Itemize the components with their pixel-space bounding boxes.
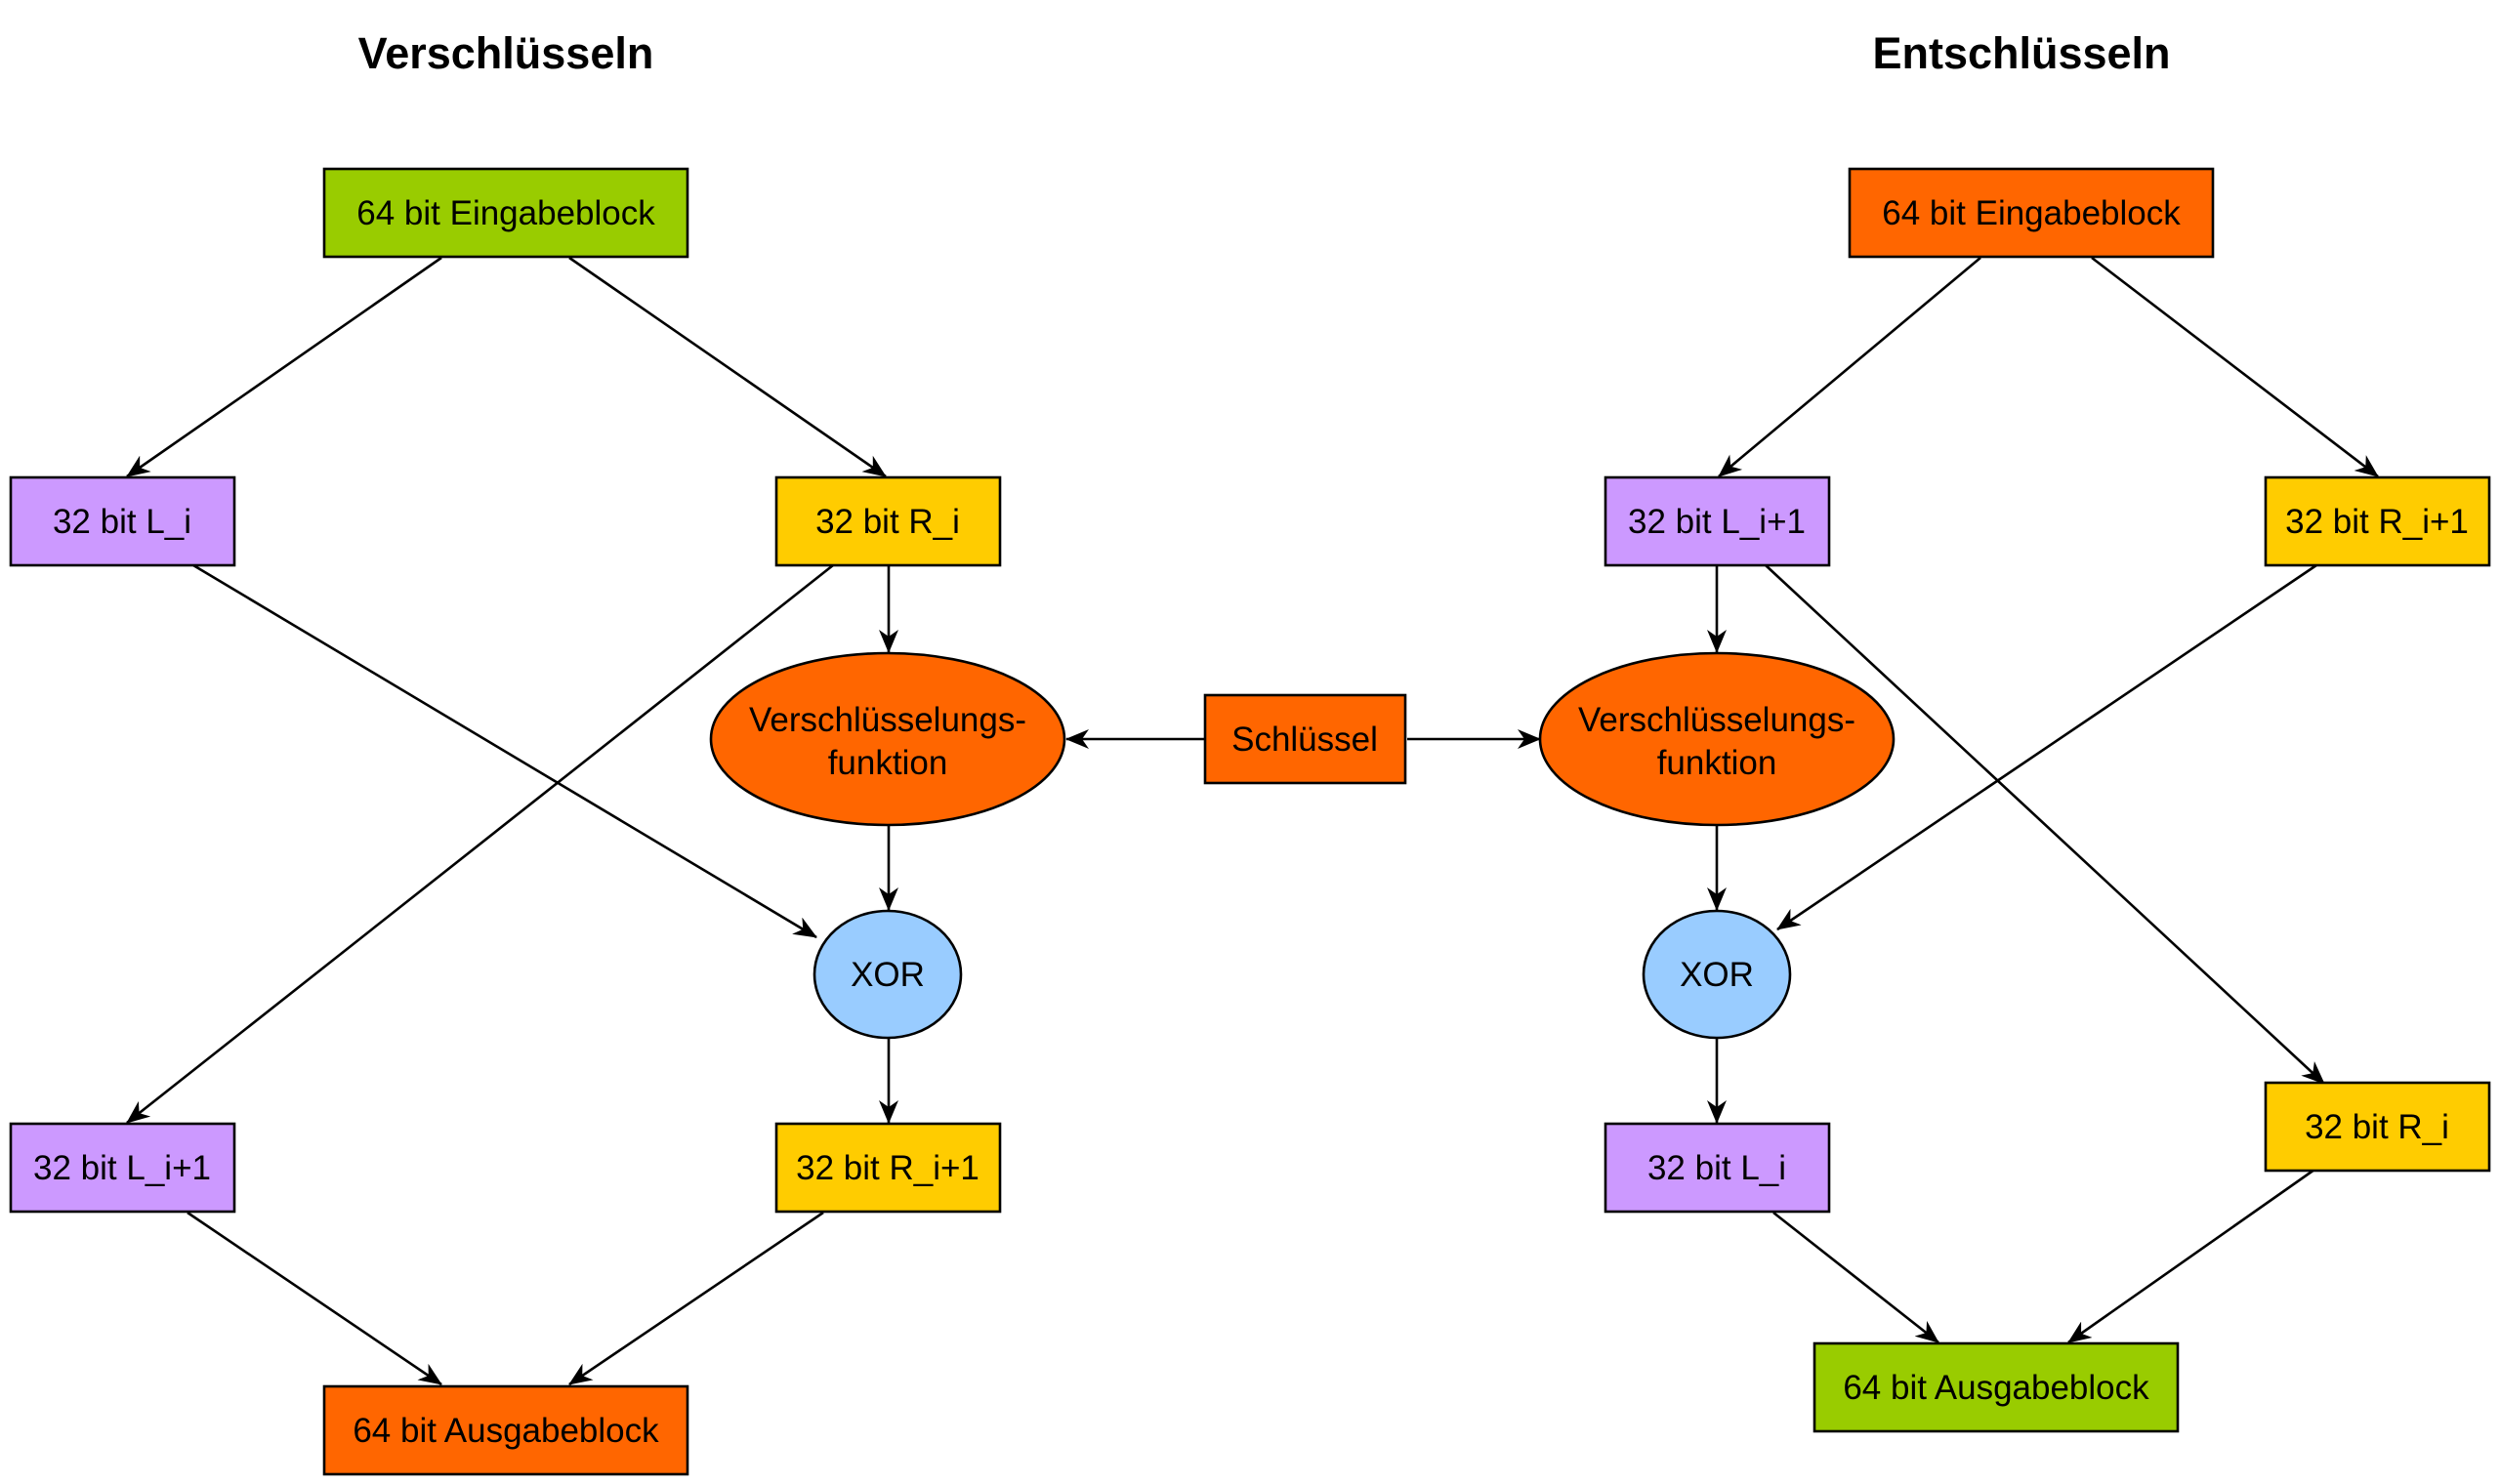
enc-right-out-label: 32 bit R_i+1 [796,1149,979,1187]
dec-xor-node: XOR [1642,909,1792,1040]
edge-enc-left-to-xor [192,563,817,939]
decrypt-title: Entschlüsseln [1872,28,2170,78]
enc-input-block: 64 bit Eingabeblock [322,167,689,259]
enc-output-block: 64 bit Ausgabeblock [322,1384,689,1476]
edge-enc-input-to-left [126,256,442,478]
dec-right-out-label: 32 bit R_i [2305,1108,2449,1146]
enc-left-in-label: 32 bit L_i [53,503,191,541]
dec-right-in-label: 32 bit R_i+1 [2285,503,2469,541]
edge-dec-left-to-right-out [1765,564,2325,1085]
dec-function-label-line2: funktion [1657,744,1777,782]
dec-left-in-label: 32 bit L_i+1 [1628,503,1806,541]
dec-input-block: 64 bit Eingabeblock [1848,167,2215,259]
enc-function-label-line1: Verschlüsselungs- [749,701,1026,739]
edge-dec-input-to-left [1718,257,1981,477]
enc-xor-label: XOR [851,956,925,994]
enc-left-out-block: 32 bit L_i+1 [9,1122,236,1214]
edge-dec-left-out-to-output [1772,1211,1939,1344]
enc-left-out-label: 32 bit L_i+1 [33,1149,211,1187]
dec-function-ellipse: Verschlüsselungs- funktion [1538,651,1896,827]
dec-right-in-block: 32 bit R_i+1 [2264,475,2491,567]
enc-input-label: 64 bit Eingabeblock [356,194,655,232]
edge-dec-input-to-right [2091,256,2379,478]
enc-function-label-line2: funktion [828,744,948,782]
key-label: Schlüssel [1231,721,1378,759]
enc-right-in-label: 32 bit R_i [815,503,960,541]
edge-enc-input-to-right [568,256,887,478]
enc-xor-node: XOR [812,909,963,1040]
enc-output-label: 64 bit Ausgabeblock [353,1412,659,1450]
enc-function-ellipse: Verschlüsselungs- funktion [709,651,1066,827]
enc-right-in-block: 32 bit R_i [774,475,1002,567]
edge-dec-right-out-to-output [2067,1168,2315,1344]
edges [126,256,2379,1386]
dec-right-out-block: 32 bit R_i [2264,1081,2491,1173]
dec-left-out-block: 32 bit L_i [1604,1122,1831,1214]
dec-left-in-block: 32 bit L_i+1 [1604,475,1831,567]
edge-enc-right-to-left-out [126,563,834,1125]
dec-output-block: 64 bit Ausgabeblock [1812,1341,2180,1433]
dec-left-out-label: 32 bit L_i [1647,1149,1786,1187]
encrypt-title: Verschlüsseln [358,28,654,78]
enc-right-out-block: 32 bit R_i+1 [774,1122,1002,1214]
dec-xor-label: XOR [1680,956,1754,994]
key-block: Schlüssel [1203,693,1407,785]
edge-dec-right-to-xor [1776,563,2317,931]
enc-left-in-block: 32 bit L_i [9,475,236,567]
dec-function-label-line1: Verschlüsselungs- [1578,701,1855,739]
edge-enc-right-out-to-output [568,1211,824,1386]
edge-enc-left-out-to-output [187,1211,442,1386]
dec-input-label: 64 bit Eingabeblock [1882,194,2181,232]
dec-output-label: 64 bit Ausgabeblock [1843,1369,2149,1407]
